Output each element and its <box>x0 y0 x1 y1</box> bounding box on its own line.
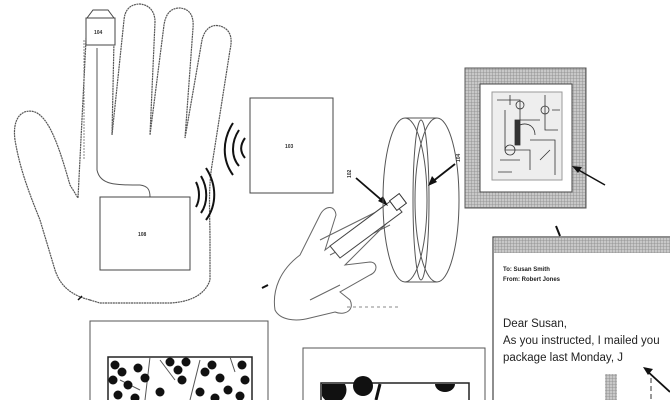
email-body-line1: As you instructed, I mailed you <box>503 335 660 347</box>
berry-dot <box>200 367 210 377</box>
lead-line-tick <box>77 295 83 301</box>
sensor-104: 104 <box>85 9 116 46</box>
berry-dot <box>177 375 187 385</box>
berry-dot <box>237 360 247 370</box>
berry-dot <box>240 375 250 385</box>
berry-dot <box>181 357 191 367</box>
stylus <box>329 192 408 259</box>
berry-dot <box>110 360 120 370</box>
berry-dot <box>235 391 245 400</box>
berry-dot <box>133 363 143 373</box>
image-panel-berries <box>89 320 269 400</box>
cylinder-device <box>382 117 460 283</box>
berry-dot <box>207 360 217 370</box>
ref-label-receiver: 103 <box>285 144 294 150</box>
circuit-display <box>464 67 587 209</box>
ref-label-sensor: 104 <box>94 30 103 36</box>
receiver-103: 103 <box>249 97 334 194</box>
sensor-wire <box>96 48 151 198</box>
image-panel-circles <box>302 347 486 400</box>
berry-dot <box>130 393 140 400</box>
email-greeting: Dear Susan, <box>503 318 567 330</box>
ref-label-wrist-unit: 108 <box>138 232 147 238</box>
arrow-circuit <box>572 166 606 186</box>
berry-dot <box>223 385 233 395</box>
email-from: From: Robert Jones <box>503 277 561 283</box>
ref-label-cylinder-arrow: 104 <box>456 153 462 162</box>
lead-line-tick <box>261 284 269 289</box>
berry-dot <box>123 380 133 390</box>
glove-hand <box>13 3 232 304</box>
email-to: To: Susan Smith <box>503 267 550 273</box>
wireless-signal-icon <box>195 122 246 221</box>
email-document: To: Susan Smith From: Robert Jones Dear … <box>492 225 670 400</box>
ref-label-pen-arrow: 102 <box>347 169 353 178</box>
arrow-cylinder <box>428 163 456 186</box>
berry-dot <box>210 393 220 400</box>
berry-dot <box>113 390 123 400</box>
berry-dot <box>173 365 183 375</box>
berry-dot <box>195 387 205 397</box>
berry-dot <box>165 357 175 367</box>
berry-dot <box>140 373 150 383</box>
berry-dot <box>117 367 127 377</box>
berry-dot <box>155 387 165 397</box>
berry-dot <box>215 373 225 383</box>
email-body-line2: package last Monday, J <box>503 352 623 364</box>
berry-dot <box>108 375 118 385</box>
wrist-unit-108: 108 <box>99 196 191 271</box>
